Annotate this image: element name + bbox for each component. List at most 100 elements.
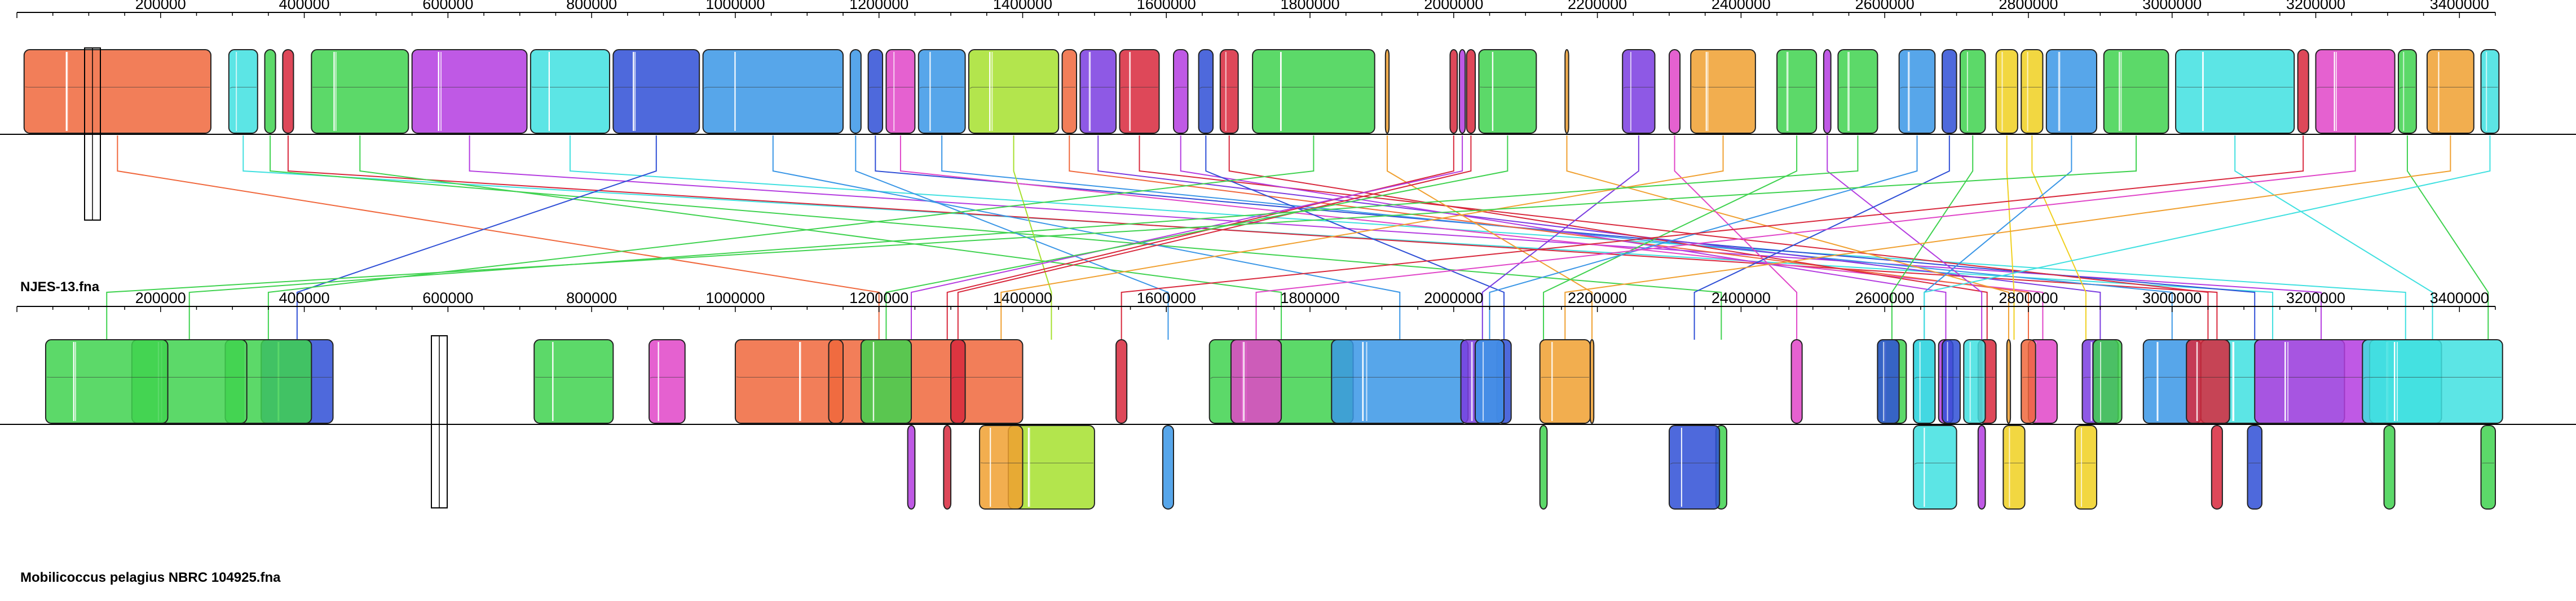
alignment-block[interactable] [1479, 50, 1536, 133]
alignment-block[interactable] [943, 425, 951, 509]
block-frame[interactable] [1386, 50, 1389, 133]
block-frame[interactable] [2176, 50, 2294, 133]
alignment-block[interactable] [2075, 425, 2097, 509]
alignment-block[interactable] [1913, 425, 1956, 509]
alignment-block[interactable] [2316, 50, 2395, 133]
block-frame[interactable] [980, 425, 1022, 509]
block-frame[interactable] [886, 50, 915, 133]
alignment-block[interactable] [2362, 340, 2502, 423]
alignment-block[interactable] [1467, 50, 1475, 133]
alignment-block[interactable] [1622, 50, 1655, 133]
block-frame[interactable] [1467, 50, 1475, 133]
block-frame[interactable] [1450, 50, 1457, 133]
block-frame[interactable] [1062, 50, 1077, 133]
alignment-block[interactable] [1080, 50, 1116, 133]
block-frame[interactable] [943, 425, 951, 509]
alignment-block[interactable] [1942, 50, 1956, 133]
alignment-block[interactable] [1062, 50, 1077, 133]
alignment-block[interactable] [1913, 340, 1935, 423]
block-frame[interactable] [1540, 340, 1590, 423]
block-frame[interactable] [649, 340, 685, 423]
alignment-block[interactable] [2021, 50, 2043, 133]
block-frame[interactable] [1913, 425, 1956, 509]
alignment-block[interactable] [2248, 425, 2262, 509]
alignment-block[interactable] [2104, 50, 2169, 133]
alignment-block[interactable] [46, 340, 168, 423]
block-frame[interactable] [2384, 425, 2395, 509]
alignment-block[interactable] [908, 425, 915, 509]
alignment-block[interactable] [1960, 50, 1986, 133]
alignment-block[interactable] [1669, 50, 1680, 133]
block-frame[interactable] [1174, 50, 1188, 133]
alignment-block[interactable] [2003, 425, 2024, 509]
block-frame[interactable] [1331, 340, 1468, 423]
alignment-block[interactable] [886, 50, 915, 133]
alignment-block[interactable] [1565, 50, 1568, 133]
block-frame[interactable] [229, 50, 258, 133]
alignment-block[interactable] [829, 340, 843, 423]
block-frame[interactable] [2316, 50, 2395, 133]
alignment-block[interactable] [412, 50, 527, 133]
alignment-block[interactable] [534, 340, 613, 423]
block-frame[interactable] [311, 50, 408, 133]
alignment-block[interactable] [2212, 425, 2222, 509]
block-frame[interactable] [46, 340, 168, 423]
block-frame[interactable] [1960, 50, 1986, 133]
block-frame[interactable] [534, 340, 613, 423]
alignment-block[interactable] [969, 50, 1058, 133]
alignment-block[interactable] [980, 425, 1022, 509]
alignment-block[interactable] [2384, 425, 2395, 509]
alignment-block[interactable] [951, 340, 965, 423]
block-frame[interactable] [850, 50, 861, 133]
block-frame[interactable] [283, 50, 293, 133]
alignment-block[interactable] [1691, 50, 1755, 133]
block-frame[interactable] [2093, 340, 2122, 423]
block-frame[interactable] [1116, 340, 1127, 423]
block-frame[interactable] [1877, 340, 1899, 423]
block-frame[interactable] [2362, 340, 2502, 423]
alignment-block[interactable] [1331, 340, 1468, 423]
alignment-block[interactable] [2398, 50, 2416, 133]
block-frame[interactable] [1792, 340, 1802, 423]
alignment-block[interactable] [1792, 340, 1802, 423]
alignment-block[interactable] [1475, 340, 1504, 423]
alignment-block[interactable] [531, 50, 610, 133]
block-frame[interactable] [1777, 50, 1816, 133]
block-frame[interactable] [2481, 425, 2495, 509]
alignment-block[interactable] [1964, 340, 1985, 423]
block-frame[interactable] [1669, 50, 1680, 133]
alignment-block[interactable] [1978, 425, 1986, 509]
block-frame[interactable] [1080, 50, 1116, 133]
alignment-block[interactable] [24, 50, 211, 133]
alignment-block[interactable] [2176, 50, 2294, 133]
block-frame[interactable] [2021, 340, 2035, 423]
block-frame[interactable] [1978, 425, 1986, 509]
block-frame[interactable] [1540, 425, 1547, 509]
alignment-block[interactable] [283, 50, 293, 133]
block-frame[interactable] [1899, 50, 1935, 133]
alignment-block[interactable] [1163, 425, 1174, 509]
block-frame[interactable] [1964, 340, 1985, 423]
block-frame[interactable] [265, 50, 276, 133]
block-frame[interactable] [861, 340, 911, 423]
block-frame[interactable] [2007, 340, 2010, 423]
block-frame[interactable] [2398, 50, 2416, 133]
alignment-block[interactable] [2093, 340, 2122, 423]
alignment-block[interactable] [1540, 340, 1590, 423]
alignment-block[interactable] [1116, 340, 1127, 423]
alignment-block[interactable] [861, 340, 911, 423]
block-frame[interactable] [868, 50, 883, 133]
alignment-block[interactable] [2481, 50, 2499, 133]
alignment-block[interactable] [2021, 340, 2035, 423]
block-frame[interactable] [1942, 340, 1960, 423]
block-frame[interactable] [1838, 50, 1877, 133]
alignment-block[interactable] [1838, 50, 1877, 133]
block-frame[interactable] [531, 50, 610, 133]
alignment-block[interactable] [1199, 50, 1213, 133]
alignment-block[interactable] [265, 50, 276, 133]
alignment-block[interactable] [2481, 425, 2495, 509]
alignment-block[interactable] [1450, 50, 1457, 133]
block-frame[interactable] [2427, 50, 2474, 133]
